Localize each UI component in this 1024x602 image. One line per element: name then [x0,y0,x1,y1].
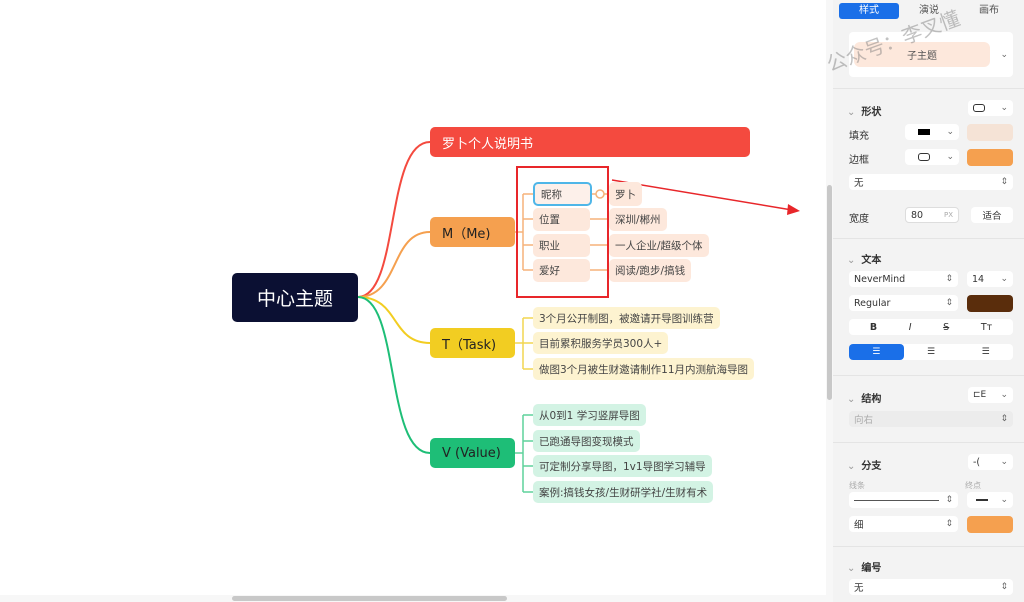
line-style-select[interactable]: ⇕ [849,492,958,508]
align-center-button[interactable]: ☰ [926,347,936,357]
style-panel: 样式 演说 画布 子主题 ⌄ 形状 ⌄ 填充 ⌄ 边框 ⌄ 无⇕ 宽度 80PX… [833,0,1024,602]
me-value-nickname[interactable]: 罗卜 [609,182,642,206]
me-key-nickname[interactable]: 昵称 [533,182,592,206]
fill-select[interactable]: ⌄ [905,124,959,140]
tab-presentation[interactable]: 演说 [919,5,939,16]
branch-me[interactable]: M（Me) [430,217,515,247]
text-format-bar: B I S Tт [849,319,1013,335]
horizontal-scrollbar[interactable] [0,595,826,602]
branch-color-swatch[interactable] [967,516,1013,533]
section-structure[interactable]: 结构 [847,390,881,405]
numbering-value: 无 [854,583,864,594]
shape-select[interactable]: ⌄ [968,100,1013,116]
tab-style[interactable]: 样式 [839,3,899,19]
task-item[interactable]: 3个月公开制图，被邀请开导图训练营 [533,307,720,329]
arrow-head [787,204,800,215]
structure-select[interactable]: ⊏E⌄ [968,387,1013,403]
width-label: 宽度 [849,214,869,225]
value-item[interactable]: 可定制分享导图，1v1导图学习辅导 [533,455,712,477]
numbering-select[interactable]: 无⇕ [849,579,1013,595]
end-style-select[interactable]: ⌄ [967,492,1013,508]
section-numbering[interactable]: 编号 [847,559,881,574]
thickness-value: 细 [854,520,864,531]
border-color-swatch[interactable] [967,149,1013,166]
section-text[interactable]: 文本 [847,251,881,266]
thickness-select[interactable]: 细⇕ [849,516,958,532]
align-right-button[interactable]: ☰ [981,347,990,357]
scroll-thumb[interactable] [232,596,507,601]
branch-value[interactable]: V (Value) [430,438,515,468]
font-size-select[interactable]: 14⌄ [967,271,1013,287]
scroll-thumb[interactable] [827,185,832,400]
chevron-down-icon: ⌄ [1000,49,1008,60]
vertical-scrollbar[interactable] [826,0,833,602]
border-select[interactable]: ⌄ [905,149,959,165]
branch-style-select[interactable]: -(⌄ [968,454,1013,470]
value-item[interactable]: 已跑通导图变现模式 [533,430,640,452]
line-label: 线条 [849,481,865,490]
me-value-job[interactable]: 一人企业/超级个体 [609,234,709,257]
font-family-select[interactable]: NeverMind⇕ [849,271,958,287]
width-value: 80 [911,209,924,221]
font-weight-select[interactable]: Regular⇕ [849,295,958,311]
text-color-swatch[interactable] [967,295,1013,312]
branch-task[interactable]: T（Task) [430,328,515,358]
text-case-button[interactable]: Tт [980,321,993,333]
section-branch[interactable]: 分支 [847,457,881,472]
fit-button[interactable]: 适合 [971,207,1013,223]
value-item[interactable]: 从0到1 学习竖屏导图 [533,404,646,426]
style-preview[interactable]: 子主题 ⌄ [849,32,1013,77]
me-value-hobby[interactable]: 阅读/跑步/搞钱 [609,259,692,282]
value-item[interactable]: 案例:搞钱女孩/生财研学社/生财有术 [533,481,714,503]
end-label: 终点 [965,481,981,490]
central-topic[interactable]: 中心主题 [232,273,358,322]
me-key-job[interactable]: 职业 [533,234,590,257]
font-weight-value: Regular [854,297,891,309]
me-key-location[interactable]: 位置 [533,208,590,231]
font-size-value: 14 [972,273,985,285]
task-item[interactable]: 目前累积服务学员300人+ [533,332,669,354]
direction-select: 向右⇕ [849,411,1013,427]
fill-color-swatch[interactable] [967,124,1013,141]
font-family-value: NeverMind [854,273,906,285]
highlight-box [516,166,609,298]
fill-label: 填充 [849,131,869,142]
italic-button[interactable]: I [908,321,912,333]
section-shape[interactable]: 形状 [847,103,881,118]
align-bar: ☰ ☰ ☰ [849,344,1013,360]
align-left-button[interactable]: ☰ [849,344,904,360]
me-key-hobby[interactable]: 爱好 [533,259,590,282]
width-unit: PX [943,211,953,219]
width-input[interactable]: 80 PX [905,207,959,223]
strikethrough-button[interactable]: S [943,321,950,333]
bold-button[interactable]: B [869,321,878,333]
style-preview-node: 子主题 [854,42,990,67]
connectors [357,141,800,493]
me-value-location[interactable]: 深圳/郴州 [609,208,667,231]
border-style-value: 无 [854,178,864,189]
direction-value: 向右 [854,415,874,426]
tab-canvas[interactable]: 画布 [979,5,999,16]
border-label: 边框 [849,155,869,166]
task-item[interactable]: 做图3个月被生财邀请制作11月内测航海导图 [533,358,755,380]
border-style-select[interactable]: 无⇕ [849,174,1013,190]
branch-intro[interactable]: 罗卜个人说明书 [430,127,750,157]
